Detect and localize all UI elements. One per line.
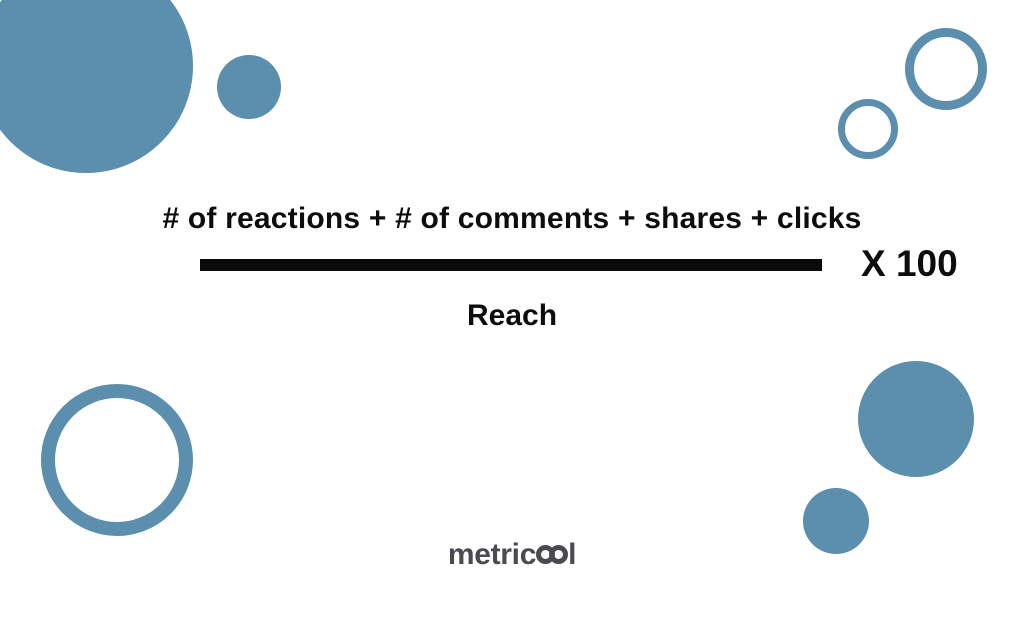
formula-denominator: Reach xyxy=(466,299,558,332)
formula-multiplier: X 100 xyxy=(861,243,958,284)
decorative-circle-bottom-right-small xyxy=(803,488,869,554)
metricool-logo: metric l xyxy=(0,538,1024,572)
decorative-circle-bottom-right-large xyxy=(858,361,974,477)
decorative-ring-top-right-small xyxy=(838,99,898,159)
decorative-ring-top-right-large xyxy=(905,28,987,110)
logo-text-prefix: metric xyxy=(447,538,537,571)
decorative-circle-top-left-small xyxy=(217,55,281,119)
logo-o-icon xyxy=(549,545,569,564)
formula-numerator: # of reactions + # of comments + shares … xyxy=(162,202,862,235)
decorative-circle-top-left-large xyxy=(0,0,193,173)
fraction-bar xyxy=(200,259,822,271)
logo-text-suffix: l xyxy=(568,538,577,571)
decorative-ring-bottom-left xyxy=(41,384,193,536)
